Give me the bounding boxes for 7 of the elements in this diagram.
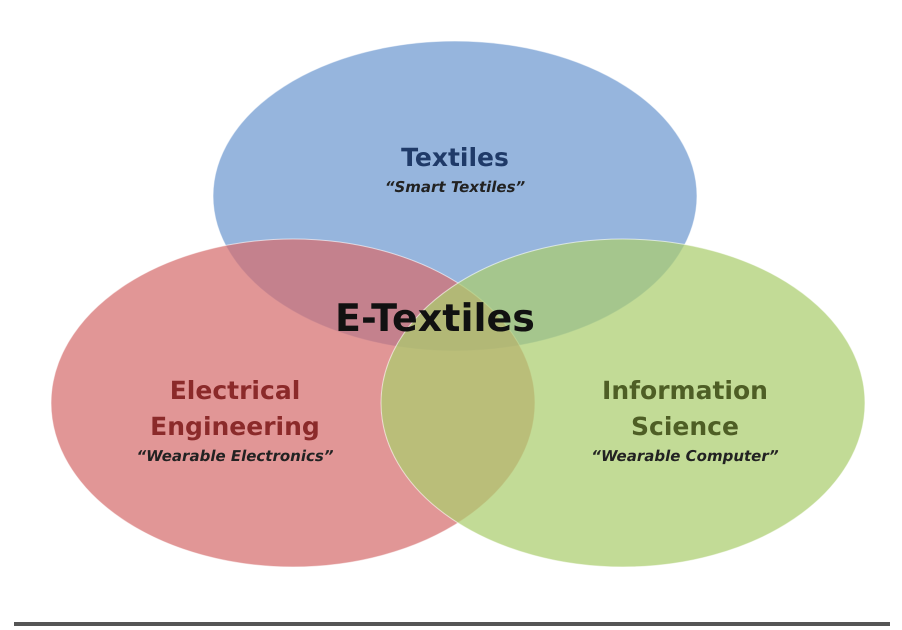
circle-title: Electrical Engineering <box>149 375 321 443</box>
circle-title: Information Science <box>601 375 769 443</box>
circle-subtitle: “Wearable Electronics” <box>136 447 334 465</box>
circle-title: Textiles <box>400 142 510 174</box>
center-label: E-Textiles <box>335 296 535 340</box>
circle-subtitle: “Wearable Computer” <box>590 447 780 465</box>
circle-subtitle: “Smart Textiles” <box>384 178 526 196</box>
